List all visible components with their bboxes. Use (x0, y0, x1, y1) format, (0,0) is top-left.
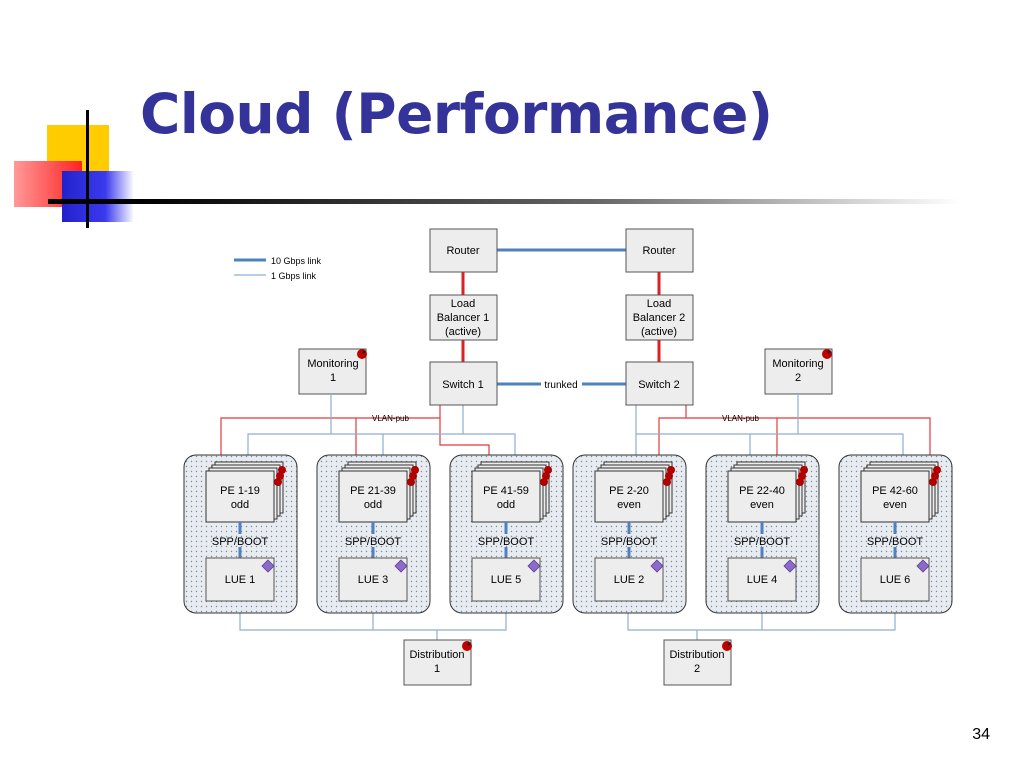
ladybug-icon (929, 478, 937, 486)
load-balancer-1: Load Balancer 1 (active) (429, 294, 498, 341)
pe-sublabel: odd (497, 499, 515, 511)
pe-label: PE 2-20 (609, 485, 649, 497)
lue-label: LUE 4 (747, 574, 778, 586)
spp-boot-label: SPP/BOOT (345, 536, 402, 548)
svg-text:(active): (active) (445, 326, 481, 338)
monitoring-1: Monitoring 1 (298, 348, 367, 395)
pe-label: PE 22-40 (739, 485, 785, 497)
spp-boot-label: SPP/BOOT (478, 536, 535, 548)
pe-sublabel: odd (364, 499, 382, 511)
svg-text:Distribution: Distribution (669, 649, 724, 661)
ladybug-icon (407, 478, 415, 486)
switch-2: Switch 2 (625, 361, 694, 406)
link-label-bg (867, 534, 923, 547)
vlan-pub-label-right: VLAN-pub (722, 414, 759, 423)
lue-label: LUE 6 (880, 574, 911, 586)
pe-sublabel: even (617, 499, 641, 511)
pe-sublabel: even (883, 499, 907, 511)
svg-text:Load: Load (451, 298, 475, 310)
link-label-bg (345, 534, 401, 547)
svg-text:Router: Router (446, 245, 479, 257)
spp-boot-label: SPP/BOOT (734, 536, 791, 548)
legend-1g-label: 1 Gbps link (271, 271, 317, 281)
pe-label: PE 41-59 (483, 485, 529, 497)
vertical-rule-decoration (86, 110, 89, 228)
pe-box (205, 470, 275, 523)
slide-title: Cloud (Performance) (140, 82, 773, 146)
pe-sublabel: even (750, 499, 774, 511)
diamond-icon (783, 559, 797, 573)
distribution-2: Distribution 2 (663, 639, 732, 686)
diamond-icon (650, 559, 664, 573)
lue-label: LUE 2 (614, 574, 645, 586)
diamond-icon (394, 559, 408, 573)
spp-boot-label: SPP/BOOT (212, 536, 269, 548)
svg-text:1: 1 (330, 372, 336, 384)
diamond-icon (261, 559, 275, 573)
pe-label: PE 21-39 (350, 485, 396, 497)
title-underline (48, 199, 960, 204)
ladybug-icon (796, 478, 804, 486)
pe-label: PE 42-60 (872, 485, 918, 497)
svg-text:Balancer 1: Balancer 1 (437, 312, 490, 324)
svg-text:Monitoring: Monitoring (307, 358, 358, 370)
svg-text:Switch 2: Switch 2 (638, 379, 680, 391)
load-balancer-2: Load Balancer 2 (active) (625, 294, 694, 341)
svg-text:Monitoring: Monitoring (772, 358, 823, 370)
svg-text:1: 1 (434, 663, 440, 675)
diamond-icon (527, 559, 541, 573)
pe-box (338, 470, 408, 523)
distribution-1: Distribution 1 (403, 639, 472, 686)
svg-text:2: 2 (795, 372, 801, 384)
lue-label: LUE 5 (491, 574, 522, 586)
blue-gradient-decoration (62, 171, 134, 222)
svg-text:Balancer 2: Balancer 2 (633, 312, 686, 324)
svg-text:Switch 1: Switch 1 (442, 379, 484, 391)
pe-box (471, 470, 541, 523)
svg-text:Load: Load (647, 298, 671, 310)
ladybug-icon (357, 349, 367, 359)
router-1: Router (429, 228, 498, 273)
trunk-label: trunked (544, 380, 577, 391)
monitoring-2: Monitoring 2 (764, 348, 833, 395)
svg-text:(active): (active) (641, 326, 677, 338)
spp-boot-label: SPP/BOOT (601, 536, 658, 548)
link-label-bg (478, 534, 534, 547)
diamond-icon (916, 559, 930, 573)
ladybug-icon (663, 478, 671, 486)
lue-label: LUE 3 (358, 574, 389, 586)
switch-1: Switch 1 (429, 361, 498, 406)
pe-label: PE 1-19 (220, 485, 260, 497)
pe-box (594, 470, 664, 523)
pe-box (860, 470, 930, 523)
svg-text:2: 2 (694, 663, 700, 675)
svg-text:Router: Router (642, 245, 675, 257)
ladybug-icon (274, 478, 282, 486)
svg-text:Distribution: Distribution (409, 649, 464, 661)
legend: 10 Gbps link 1 Gbps link (234, 256, 322, 281)
ladybug-icon (540, 478, 548, 486)
link-label-bg (601, 534, 657, 547)
link-label-bg (734, 534, 790, 547)
ladybug-icon (822, 349, 832, 359)
router-2: Router (625, 228, 694, 273)
spp-boot-label: SPP/BOOT (867, 536, 924, 548)
lue-label: LUE 1 (225, 574, 256, 586)
vlan-pub-label-left: VLAN-pub (372, 414, 409, 423)
link-label-bg (212, 534, 268, 547)
pe-sublabel: odd (231, 499, 249, 511)
ladybug-icon (462, 641, 472, 651)
slide-number: 34 (972, 726, 990, 743)
legend-10g-label: 10 Gbps link (271, 256, 322, 266)
ladybug-icon (722, 641, 732, 651)
